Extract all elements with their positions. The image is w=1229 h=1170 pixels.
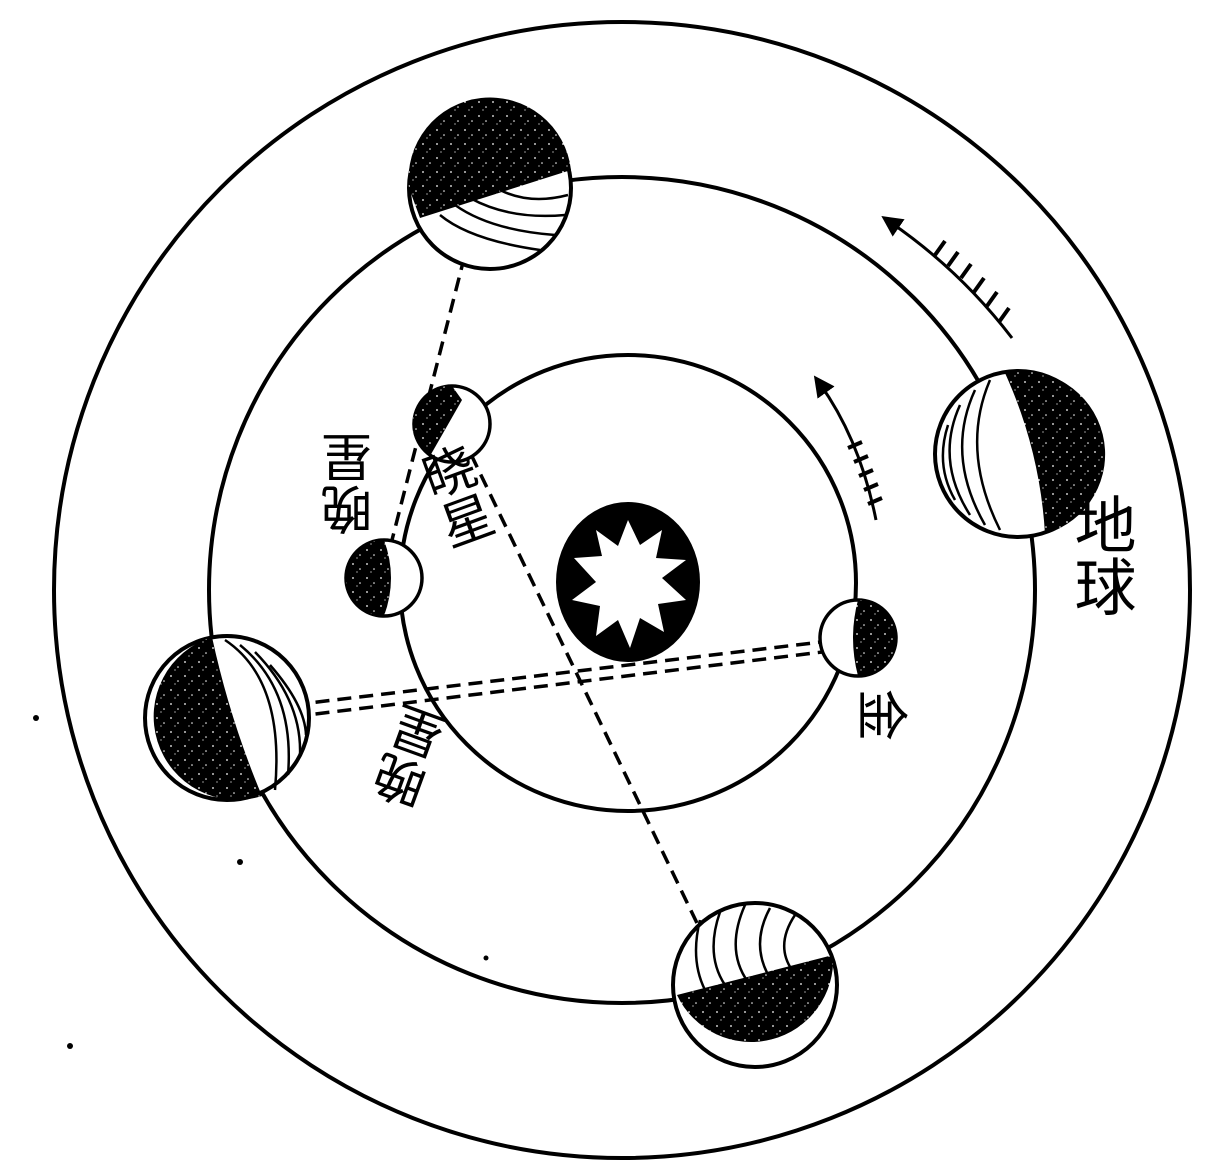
- earth-label: 地球: [1064, 493, 1137, 617]
- earth-orbit-direction-arrow: [890, 222, 1012, 338]
- sight-lines: [250, 235, 855, 975]
- venus-label: 金: [850, 689, 910, 741]
- morning-star-label: 晓星: [407, 438, 499, 556]
- earth-left: [145, 636, 309, 800]
- venus-right: [820, 600, 896, 676]
- evening-star-label: 晚星: [322, 432, 382, 536]
- earth-top: [409, 98, 571, 269]
- sun: [556, 502, 700, 662]
- venus-left: [346, 540, 422, 616]
- evening-star-label-lower: 晚星: [367, 700, 459, 818]
- earth-bottom: [673, 903, 837, 1067]
- venus-orbit-direction-arrow: [820, 384, 882, 520]
